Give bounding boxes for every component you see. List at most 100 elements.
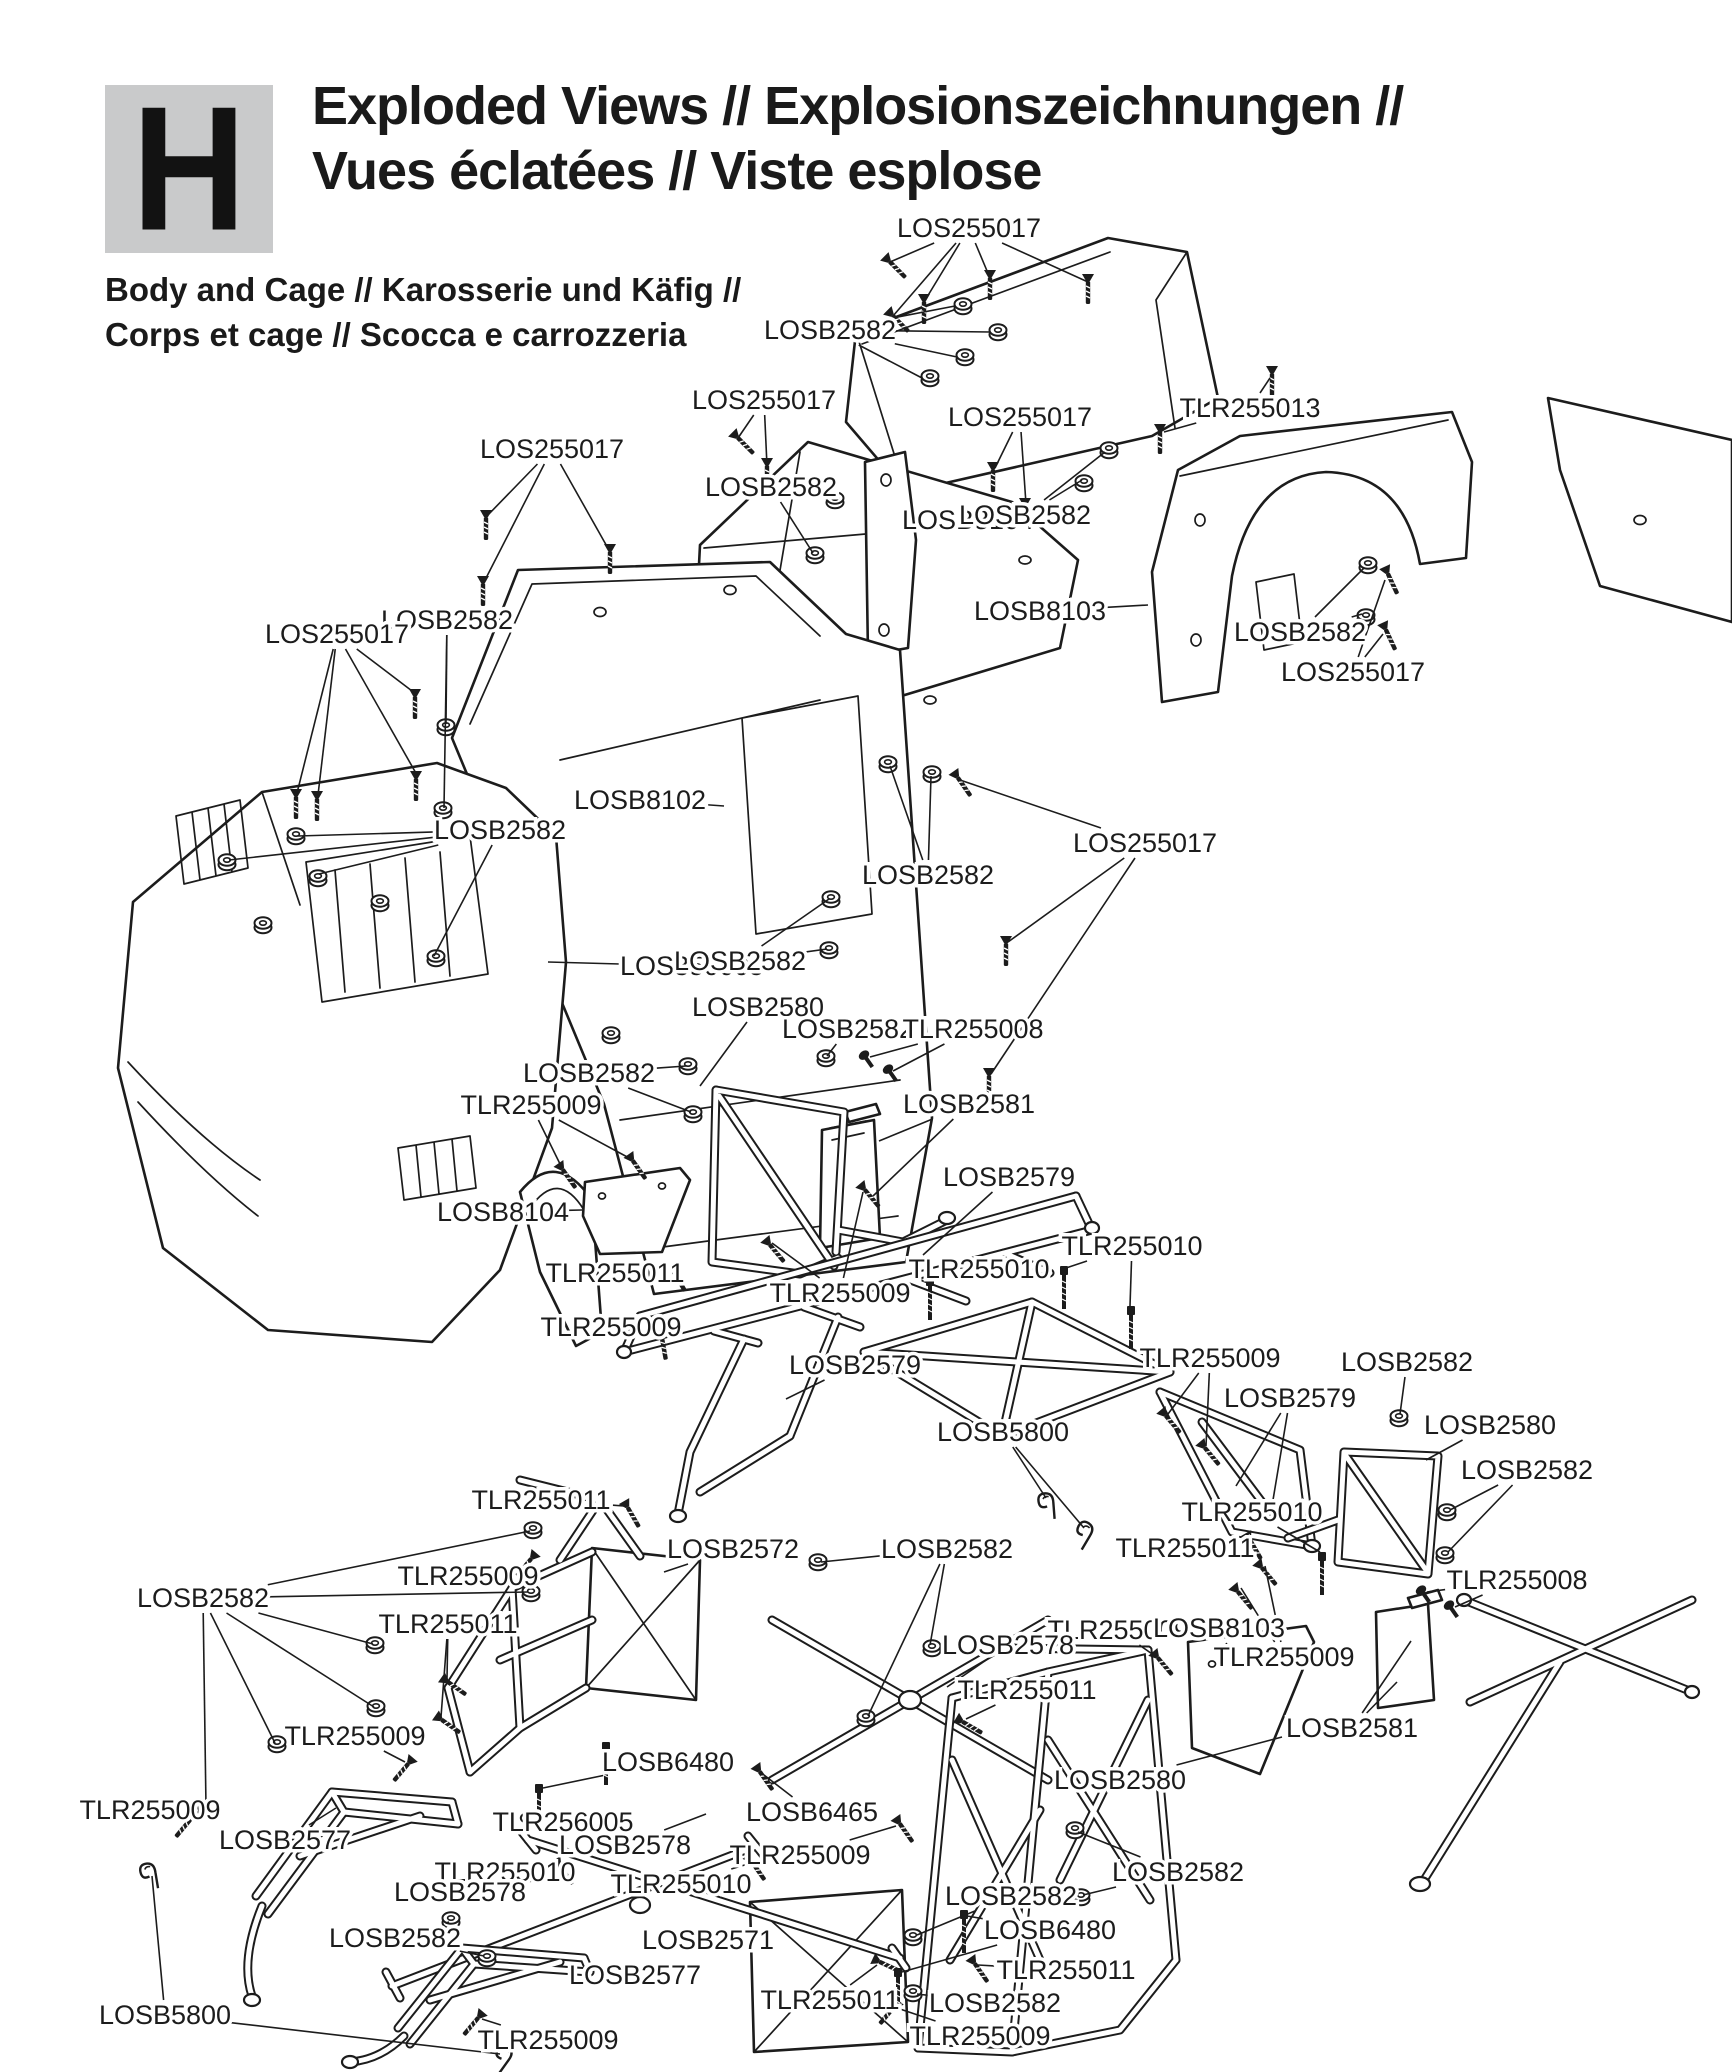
leader-line (867, 1563, 941, 1717)
part-hood-vents (175, 799, 477, 1201)
part-cage-panel-2572-x (585, 1547, 701, 1701)
leader-line (804, 948, 828, 953)
leader-line (1426, 1588, 1446, 1593)
part-rear-wing (844, 236, 1220, 494)
part-number-label: LOSB8103 (1153, 1613, 1285, 1643)
part-number-label: LOSB2582 (381, 605, 513, 635)
washer-icon (878, 755, 898, 774)
leader-line (483, 463, 546, 583)
washer-icon (988, 323, 1008, 342)
leader-line (627, 1087, 692, 1113)
leader-line (1043, 451, 1106, 501)
part-number-label: TLR255009 (1213, 1642, 1354, 1672)
leader-line (704, 803, 725, 807)
leader-line (1007, 857, 1125, 943)
part-number-label: LOSB8103 (974, 596, 1106, 626)
leader-line (383, 1750, 406, 1763)
leader-line (1240, 1587, 1276, 1643)
washer-icon (477, 1949, 497, 1968)
part-number-label: LOSB2582 (862, 860, 994, 890)
leader-line (737, 414, 755, 439)
leader-line (889, 242, 935, 263)
part-rear-fender-detail (1179, 419, 1449, 651)
leader-line (826, 1043, 837, 1057)
leader-line (459, 1950, 485, 1957)
leader-line (894, 342, 958, 358)
part-number-label: TLR255009 (460, 1090, 601, 1120)
part-number-label: LOSB2579 (943, 1162, 1075, 1192)
part-number-label: LOSB2578 (394, 1877, 526, 1907)
part-number-label: LOSB6465 (746, 1797, 878, 1827)
washer-icon (903, 1928, 923, 1947)
leader-line (1351, 613, 1363, 618)
leader-line (1235, 1412, 1282, 1487)
leader-line (889, 765, 924, 861)
part-number-label: TLR255010 (1061, 1231, 1202, 1261)
part-number-label: TLR255013 (1179, 393, 1320, 423)
part-number-label: LOS255017 (1281, 657, 1425, 687)
leader-line (892, 242, 957, 317)
part-bed-bracket (863, 450, 918, 657)
leader-line (1361, 1640, 1412, 1714)
leader-line (1104, 604, 1149, 609)
part-right-xbrace-2580 (1419, 1595, 1697, 1885)
washer-icon (955, 348, 975, 367)
leader-line (1399, 1376, 1406, 1415)
leader-line (901, 1944, 998, 1973)
leader-line (537, 1119, 563, 1169)
part-number-label: TLR255008 (1446, 1565, 1587, 1595)
part-number-label: LOS255017 (1073, 828, 1217, 858)
leader-line (296, 648, 335, 794)
leader-line (663, 1563, 689, 1573)
leader-line (1277, 1526, 1321, 1553)
leader-line (663, 1813, 707, 1831)
leader-line (267, 1530, 531, 1586)
leader-line (308, 1807, 337, 1826)
leader-line (1129, 1260, 1133, 1307)
part-number-label: LOSB8102 (574, 785, 706, 815)
leader-line (559, 463, 610, 551)
leader-line (433, 844, 493, 957)
washer-icon (805, 546, 825, 565)
flat-screw-icon (879, 251, 911, 283)
leader-line (229, 2021, 501, 2055)
leader-line (297, 831, 436, 837)
part-number-label: LOSB2581 (1286, 1713, 1418, 1743)
part-bottom-cage-2577-inner (347, 1945, 593, 2065)
leader-line (209, 1612, 276, 1744)
part-number-label: LOSB2582 (929, 1988, 1061, 2018)
part-number-label: LOSB2579 (1224, 1383, 1356, 1413)
leader-line (1454, 1594, 1483, 1608)
page-subtitle: Body and Cage // Karosserie und Käfig //… (105, 268, 741, 357)
part-number-label: LOSB2577 (569, 1960, 701, 1990)
part-number-label: TLR255010 (908, 1254, 1049, 1284)
washer-icon (1099, 441, 1119, 460)
part-number-label: LOSB6480 (602, 1747, 734, 1777)
leader-line (1049, 479, 1083, 501)
leader-line (965, 1704, 996, 1720)
leader-line (977, 1964, 995, 1967)
washer-icon (816, 1049, 836, 1068)
part-number-label: LOSB2580 (1054, 1765, 1186, 1795)
leader-line (1314, 567, 1365, 618)
part-number-label: LOSB2577 (219, 1825, 351, 1855)
part-hood-grille (127, 791, 301, 1217)
part-mudflap-left-detail (829, 1120, 867, 1141)
page-title: Exploded Views // Explosionszeichnungen … (312, 74, 1404, 204)
part-number-label: LOSB2582 (137, 1583, 269, 1613)
leader-line (994, 431, 1014, 469)
leader-line (356, 648, 417, 695)
part-number-label: TLR256005 (492, 1807, 633, 1837)
part-number-label: LOSB2578 (559, 1830, 691, 1860)
leader-line (858, 344, 923, 379)
part-right-xbrace-2580-inner (1421, 1597, 1695, 1883)
part-number-label: LOS255017 (265, 619, 409, 649)
leader-line (202, 1612, 207, 1808)
leader-line (1425, 1439, 1463, 1461)
washer-icon (856, 1709, 876, 1728)
page-title-line1: Exploded Views // Explosionszeichnungen … (312, 76, 1404, 136)
leader-line (653, 1065, 687, 1070)
leader-line (771, 1242, 821, 1279)
leader-line (763, 414, 768, 467)
